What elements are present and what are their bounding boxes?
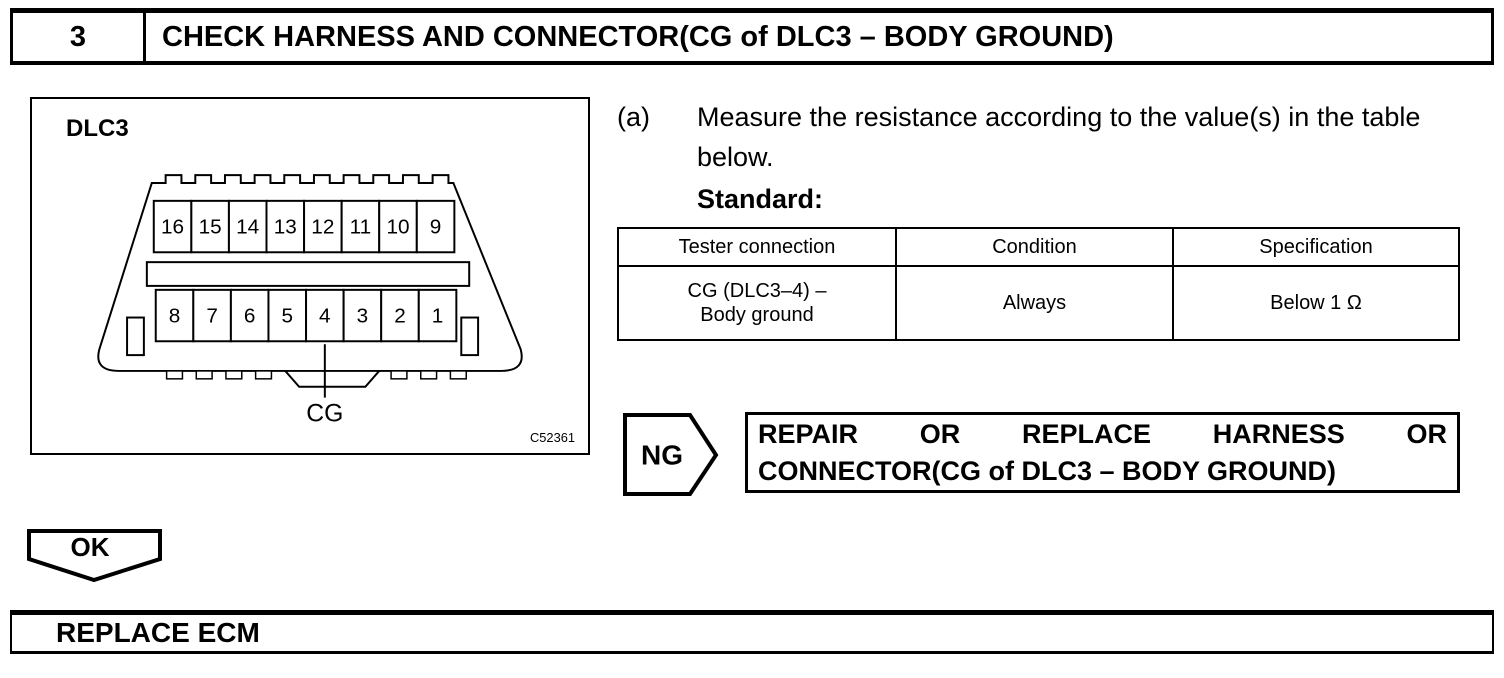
pin-14-label: 14 <box>236 215 259 238</box>
pin-15-label: 15 <box>199 215 222 238</box>
ng-action-line2: CONNECTOR(CG of DLC3 – BODY GROUND) <box>758 455 1337 486</box>
ng-label: NG <box>641 440 683 471</box>
connector-figure: 16 15 14 13 12 11 10 9 8 7 6 5 4 3 2 1 <box>30 97 590 455</box>
cg-callout-label: CG <box>306 400 343 427</box>
step-number: 3 <box>13 13 146 61</box>
pin-cell <box>267 288 308 343</box>
step-header: 3 CHECK HARNESS AND CONNECTOR(CG of DLC3… <box>10 8 1494 65</box>
standard-label: Standard: <box>697 184 824 214</box>
step-title: CHECK HARNESS AND CONNECTOR(CG of DLC3 –… <box>162 20 1114 53</box>
ok-arrow-outline <box>27 529 162 583</box>
pin-13-label: 13 <box>274 215 297 238</box>
bottom-tooth <box>165 370 184 380</box>
pin-2-label: 2 <box>394 304 406 327</box>
tester-connection-line2: Body ground <box>700 304 814 326</box>
pin-11-label: 11 <box>350 215 372 238</box>
bottom-tooth <box>225 370 243 380</box>
bottom-tooth <box>420 370 438 380</box>
standard-table: Tester connection Condition Specificatio… <box>617 227 1460 341</box>
bottom-tooth <box>195 370 213 380</box>
pin-6-label: 6 <box>244 304 256 327</box>
pin-cell <box>415 199 456 254</box>
ok-arrow: OK <box>27 529 162 583</box>
pin-9-label: 9 <box>430 215 442 238</box>
pin-cell <box>303 199 343 254</box>
table-header-row: Tester connection Condition Specificatio… <box>617 227 1460 267</box>
pin-cell <box>380 288 420 343</box>
col-header-condition: Condition <box>895 227 1174 267</box>
pin-cell <box>265 199 306 254</box>
pin-16-label: 16 <box>161 215 184 238</box>
pin-5-label: 5 <box>281 304 293 327</box>
table-row: CG (DLC3–4) – Body ground Always Below 1… <box>617 265 1460 341</box>
ng-arrow: NG <box>623 413 719 496</box>
footer-action-label: REPLACE ECM <box>56 617 260 648</box>
instruction: (a) Measure the resistance according to … <box>617 97 1462 177</box>
bottom-tooth <box>254 370 273 380</box>
footer-action-bar: REPLACE ECM <box>10 610 1494 654</box>
ng-action-line1: REPAIR OR REPLACE HARNESS OR <box>758 418 1447 449</box>
figure-code: C52361 <box>530 430 575 445</box>
pin-8-label: 8 <box>169 304 181 327</box>
col-header-tester-connection: Tester connection <box>617 227 897 267</box>
procedure-section: (a) Measure the resistance according to … <box>617 97 1462 341</box>
pin-cell <box>342 288 383 343</box>
bottom-tooth <box>390 370 408 380</box>
col-header-specification: Specification <box>1172 227 1460 267</box>
ng-action-box: REPAIR OR REPLACE HARNESS OR CONNECTOR(C… <box>745 412 1460 493</box>
tester-connection-line1: CG (DLC3–4) – <box>687 280 827 302</box>
left-slot <box>126 316 145 357</box>
pin-cell <box>340 199 381 254</box>
bottom-tooth <box>449 370 467 380</box>
right-slot <box>460 316 480 357</box>
pin-7-label: 7 <box>206 304 218 327</box>
pin-12-label: 12 <box>311 215 334 238</box>
pin-cell <box>378 199 418 254</box>
pin-3-label: 3 <box>357 304 369 327</box>
bottom-tab <box>283 369 382 388</box>
pin-cell <box>417 288 458 343</box>
ok-label: OK <box>71 532 110 562</box>
tester-connection-cell: CG (DLC3–4) – Body ground <box>617 265 897 341</box>
instruction-letter: (a) <box>617 102 650 132</box>
instruction-text: Measure the resistance according to the … <box>697 102 1421 172</box>
connector-label: DLC3 <box>66 115 129 142</box>
condition-cell: Always <box>895 265 1174 341</box>
pin-4-label: 4 <box>319 304 331 327</box>
pin-10-label: 10 <box>386 215 409 238</box>
dlc3-connector-diagram: 16 15 14 13 12 11 10 9 8 7 6 5 4 3 2 1 <box>97 174 575 445</box>
key-rail <box>145 261 471 287</box>
ng-arrow-outline <box>623 413 719 496</box>
pin-1-label: 1 <box>432 304 444 327</box>
specification-cell: Below 1 Ω <box>1172 265 1460 341</box>
pin-cell <box>190 199 230 254</box>
